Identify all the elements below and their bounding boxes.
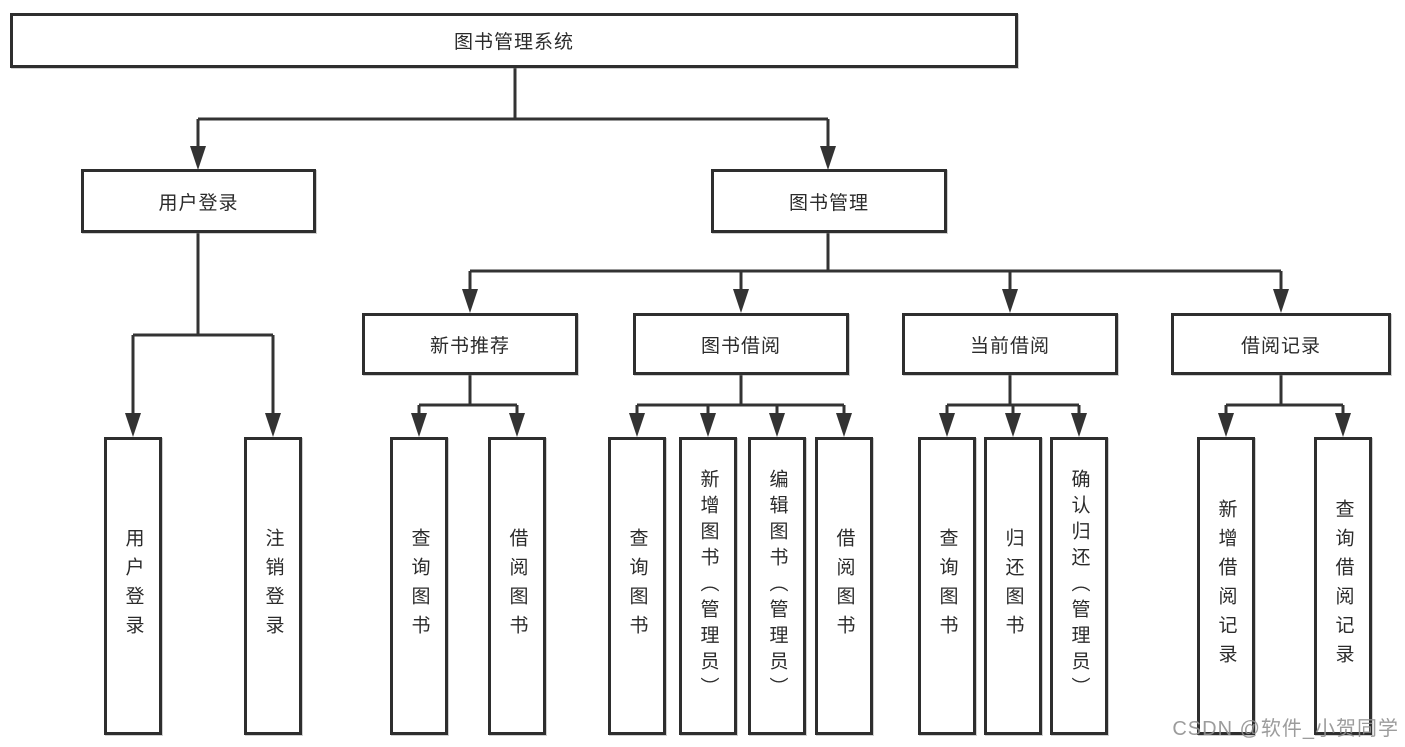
leaf-label: 确认归还（管理员） [1068, 469, 1090, 703]
leaf-edit-books-admin: 编辑图书（管理员） [748, 437, 806, 735]
leaf-query-books-3: 查询图书 [918, 437, 976, 735]
leaf-label: 查询图书 [936, 528, 958, 644]
csdn-watermark: CSDN @软件_小贺同学 [1172, 718, 1399, 740]
leaf-label: 注销登录 [262, 528, 284, 644]
leaf-label: 用户登录 [122, 528, 144, 644]
node-new-book-recommend: 新书推荐 [362, 313, 578, 375]
leaf-label: 借阅图书 [506, 528, 528, 644]
leaf-label: 查询借阅记录 [1332, 499, 1354, 673]
node-user-login: 用户登录 [81, 169, 316, 233]
leaf-query-books-2: 查询图书 [608, 437, 666, 735]
leaf-return-books: 归还图书 [984, 437, 1042, 735]
leaf-confirm-return-admin: 确认归还（管理员） [1050, 437, 1108, 735]
leaf-add-books-admin: 新增图书（管理员） [679, 437, 737, 735]
node-borrow-records: 借阅记录 [1171, 313, 1391, 375]
leaf-label: 借阅图书 [833, 528, 855, 644]
node-book-management: 图书管理 [711, 169, 947, 233]
leaf-add-borrow-record: 新增借阅记录 [1197, 437, 1255, 735]
leaf-user-login: 用户登录 [104, 437, 162, 735]
leaf-borrow-books-2: 借阅图书 [815, 437, 873, 735]
leaf-logout: 注销登录 [244, 437, 302, 735]
leaf-label: 归还图书 [1002, 528, 1024, 644]
leaf-query-books-1: 查询图书 [390, 437, 448, 735]
leaf-label: 编辑图书（管理员） [766, 469, 788, 703]
leaf-label: 查询图书 [626, 528, 648, 644]
leaf-label: 新增借阅记录 [1215, 499, 1237, 673]
leaf-label: 新增图书（管理员） [697, 469, 719, 703]
leaf-query-borrow-record: 查询借阅记录 [1314, 437, 1372, 735]
node-root: 图书管理系统 [10, 13, 1018, 68]
arrowheads [125, 146, 1351, 437]
node-book-borrow: 图书借阅 [633, 313, 849, 375]
leaf-borrow-books-1: 借阅图书 [488, 437, 546, 735]
node-current-borrow: 当前借阅 [902, 313, 1118, 375]
leaf-label: 查询图书 [408, 528, 430, 644]
